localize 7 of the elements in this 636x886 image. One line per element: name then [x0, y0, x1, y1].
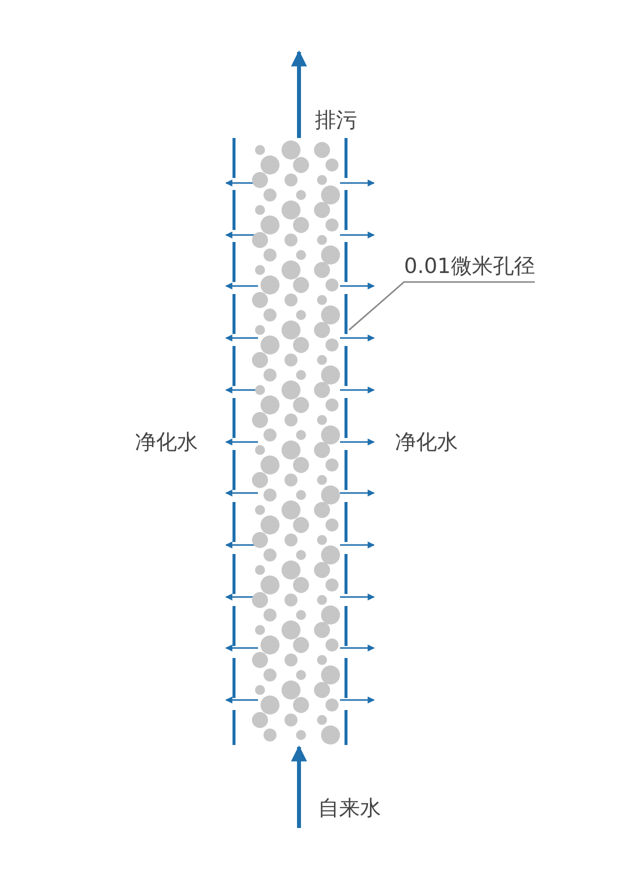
- flow-label: 排污: [315, 107, 357, 134]
- flow-label: 净化水: [395, 429, 458, 456]
- leader-line: [348, 281, 535, 331]
- flow-label: 自来水: [318, 795, 381, 822]
- callout-label: 0.01微米孔径: [404, 252, 535, 280]
- membrane-wall: [343, 138, 349, 745]
- flow-label: 净化水: [135, 429, 198, 456]
